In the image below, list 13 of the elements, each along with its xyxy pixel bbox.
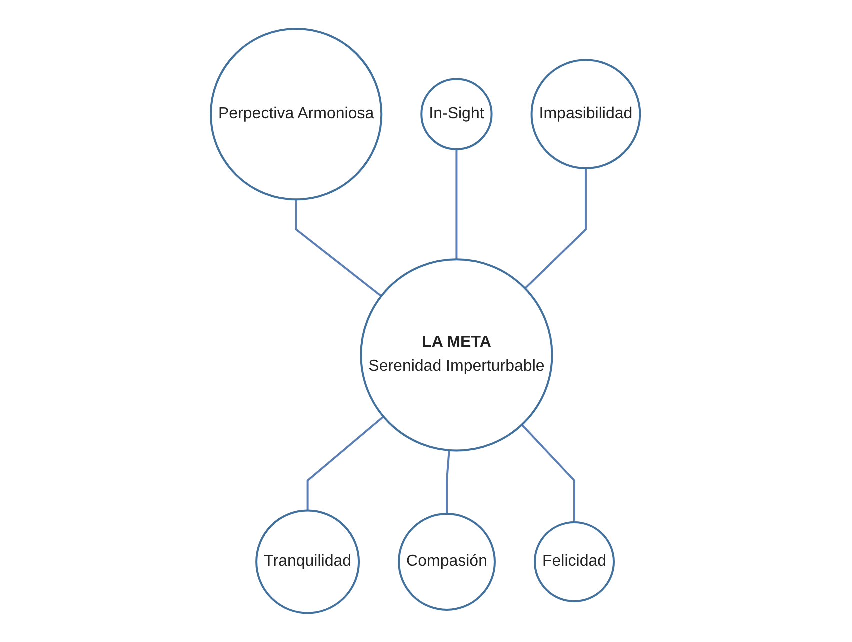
connector bbox=[307, 416, 385, 511]
node-circle: Compasión bbox=[398, 512, 496, 611]
connector bbox=[296, 200, 382, 297]
node-circle: Perpectiva Armoniosa bbox=[210, 28, 384, 201]
node-circle: Impasibilidad bbox=[531, 59, 642, 170]
node-circle: Felicidad bbox=[534, 521, 616, 602]
connector bbox=[522, 424, 576, 522]
node-circle: Tranquilidad bbox=[256, 510, 360, 614]
node-circle: LA META Serenidad Imperturbable bbox=[360, 258, 554, 452]
connector bbox=[524, 168, 588, 290]
connector bbox=[456, 149, 458, 260]
node-circle: In-Sight bbox=[421, 78, 494, 150]
connector bbox=[446, 450, 451, 514]
